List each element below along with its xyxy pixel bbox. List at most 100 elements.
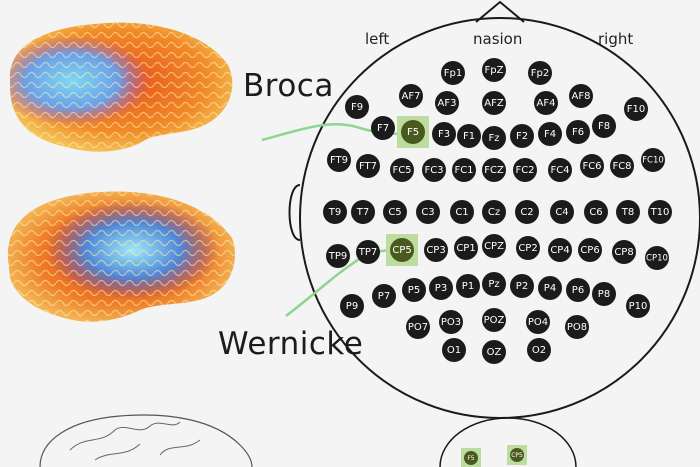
electrode-dot — [482, 58, 506, 82]
electrode-cp4: CP4 — [548, 238, 572, 262]
electrode-label: AFZ — [484, 98, 504, 109]
electrode-p5: P5 — [402, 278, 426, 302]
electrode-label: Pz — [488, 279, 499, 290]
electrode-dot — [482, 340, 506, 364]
electrode-fcz: FCZ — [482, 158, 506, 182]
electrode-f5: F5 — [397, 116, 429, 148]
wernicke-label: Wernicke — [218, 326, 364, 362]
electrode-dot — [592, 282, 616, 306]
electrode-label: O2 — [532, 345, 546, 356]
electrode-dot — [624, 97, 648, 121]
electrode-label: FC8 — [612, 161, 631, 172]
electrode-dot — [538, 276, 562, 300]
electrode-dot — [648, 200, 672, 224]
mini-electrode-label: F5 — [467, 455, 474, 462]
electrode-c5: C5 — [383, 200, 407, 224]
electrode-dot — [513, 158, 537, 182]
electrode-dot — [326, 244, 350, 268]
electrode-cp6: CP6 — [578, 238, 602, 262]
electrode-label: F9 — [351, 102, 363, 113]
electrode-label: F7 — [377, 123, 389, 134]
electrode-dot — [482, 126, 506, 150]
electrode-f10: F10 — [624, 97, 648, 121]
electrode-dot — [457, 124, 481, 148]
electrode-label: F1 — [463, 131, 475, 142]
electrode-f4: F4 — [538, 122, 562, 146]
electrode-label: C4 — [555, 207, 568, 218]
electrode-c3: C3 — [416, 200, 440, 224]
electrode-dot — [442, 338, 466, 362]
electrode-dot — [441, 61, 465, 85]
electrode-cp3: CP3 — [424, 238, 448, 262]
nasion-label: nasion — [473, 30, 523, 48]
electrode-label: Fp2 — [531, 68, 549, 79]
electrode-label: FC10 — [642, 156, 664, 166]
electrode-po8: PO8 — [565, 315, 589, 339]
electrode-dot — [516, 236, 540, 260]
electrode-label: P4 — [544, 283, 556, 294]
electrode-af8: AF8 — [569, 84, 593, 108]
electrode-label: FT7 — [359, 161, 377, 172]
electrode-label: F6 — [572, 127, 584, 138]
electrode-fc8: FC8 — [610, 154, 634, 178]
electrode-dot — [482, 91, 506, 115]
electrode-dot — [566, 278, 590, 302]
electrode-dot — [402, 278, 426, 302]
electrode-label: AF7 — [402, 91, 421, 102]
electrode-dot — [527, 338, 551, 362]
electrode-label: FC4 — [550, 165, 569, 176]
electrode-dot — [528, 61, 552, 85]
electrode-label: T10 — [650, 207, 670, 218]
electrode-fc5: FC5 — [390, 158, 414, 182]
electrode-label: Cz — [488, 207, 500, 218]
electrode-c2: C2 — [515, 200, 539, 224]
electrode-ft9: FT9 — [327, 148, 351, 172]
electrode-dot — [626, 294, 650, 318]
electrode-label: FC6 — [582, 161, 601, 172]
electrode-label: Fp1 — [444, 68, 462, 79]
electrode-label: PO3 — [441, 317, 461, 328]
electrode-af7: AF7 — [399, 84, 423, 108]
electrode-t8: T8 — [616, 200, 640, 224]
electrode-label: F5 — [407, 127, 419, 138]
electrode-label: CP6 — [580, 245, 599, 256]
electrode-dot — [401, 120, 425, 144]
electrode-dot — [566, 120, 590, 144]
electrode-label: C2 — [520, 207, 533, 218]
electrode-label: AF8 — [572, 91, 591, 102]
electrode-dot — [356, 154, 380, 178]
electrode-dot — [550, 200, 574, 224]
electrode-c6: C6 — [584, 200, 608, 224]
electrode-dot — [439, 310, 463, 334]
electrode-label: T7 — [356, 207, 369, 218]
electrode-label: P3 — [435, 283, 447, 294]
electrode-dot — [371, 116, 395, 140]
electrode-dot — [454, 236, 478, 260]
electrode-label: C3 — [421, 207, 434, 218]
electrode-label: CP1 — [456, 243, 475, 254]
electrode-pz: Pz — [482, 272, 506, 296]
electrode-f8: F8 — [592, 114, 616, 138]
electrode-dot — [390, 158, 414, 182]
electrode-dot — [429, 276, 453, 300]
electrode-label: F10 — [627, 104, 645, 115]
electrode-dot — [372, 284, 396, 308]
electrode-cp2: CP2 — [516, 236, 540, 260]
electrode-dot — [416, 200, 440, 224]
electrode-o1: O1 — [442, 338, 466, 362]
electrode-cp1: CP1 — [454, 236, 478, 260]
electrode-label: CP4 — [550, 245, 569, 256]
electrode-dot — [569, 84, 593, 108]
electrode-label: P2 — [516, 281, 528, 292]
brain-middle-image — [7, 191, 236, 322]
electrode-dot — [565, 315, 589, 339]
electrode-label: CP5 — [392, 245, 411, 256]
electrode-dot — [548, 158, 572, 182]
left-label: left — [365, 30, 390, 48]
electrode-afz: AFZ — [482, 91, 506, 115]
electrode-fc1: FC1 — [452, 158, 476, 182]
electrode-cp5: CP5 — [386, 234, 418, 266]
electrode-dot — [612, 240, 636, 264]
electrode-label: T8 — [621, 207, 634, 218]
